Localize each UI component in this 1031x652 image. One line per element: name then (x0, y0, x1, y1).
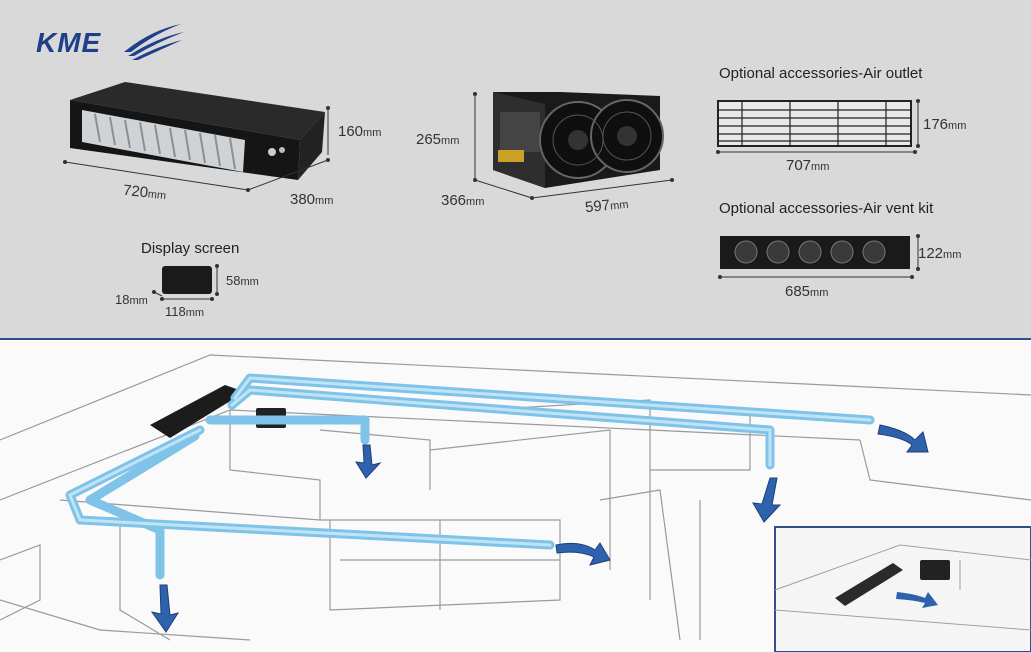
outdoor-depth-label: 366mm (441, 192, 485, 209)
display-screen-drawing (152, 264, 219, 301)
air-outlet-height-label: 176mm (923, 116, 967, 133)
inset-display (920, 560, 950, 580)
air-outlet-drawing (716, 99, 920, 154)
display-width-label: 118mm (165, 304, 205, 319)
indoor-depth-label: 380mm (290, 191, 334, 208)
inset-air-vent (835, 563, 903, 606)
display-screen-title: Display screen (141, 240, 240, 257)
air-outlet-width-label: 707mm (786, 157, 830, 174)
logo-text: KME (36, 27, 102, 58)
indoor-height-label: 160mm (338, 123, 382, 140)
display-depth-label: 18mm (115, 292, 148, 307)
detail-inset (774, 526, 1031, 652)
product-drawings (63, 82, 920, 301)
air-outlet-title: Optional accessories-Air outlet (719, 65, 923, 82)
display-height-label: 58mm (226, 273, 259, 288)
outdoor-unit-drawing (473, 92, 674, 200)
installed-indoor-unit (150, 385, 245, 438)
air-vent-kit-width-label: 685mm (785, 283, 829, 300)
air-vent-kit-height-label: 122mm (918, 245, 962, 262)
indoor-unit-drawing (63, 82, 330, 192)
outdoor-height-label: 265mm (416, 131, 460, 148)
kme-logo: KME (36, 22, 186, 62)
cabin-outline (0, 354, 1031, 641)
airflow-arrows (150, 424, 929, 633)
inset-airflow-arrow (896, 592, 938, 608)
air-vent-kit-title: Optional accessories-Air vent kit (719, 200, 934, 217)
air-vent-kit-drawing (718, 234, 920, 279)
logo-wing-icon (124, 24, 184, 60)
